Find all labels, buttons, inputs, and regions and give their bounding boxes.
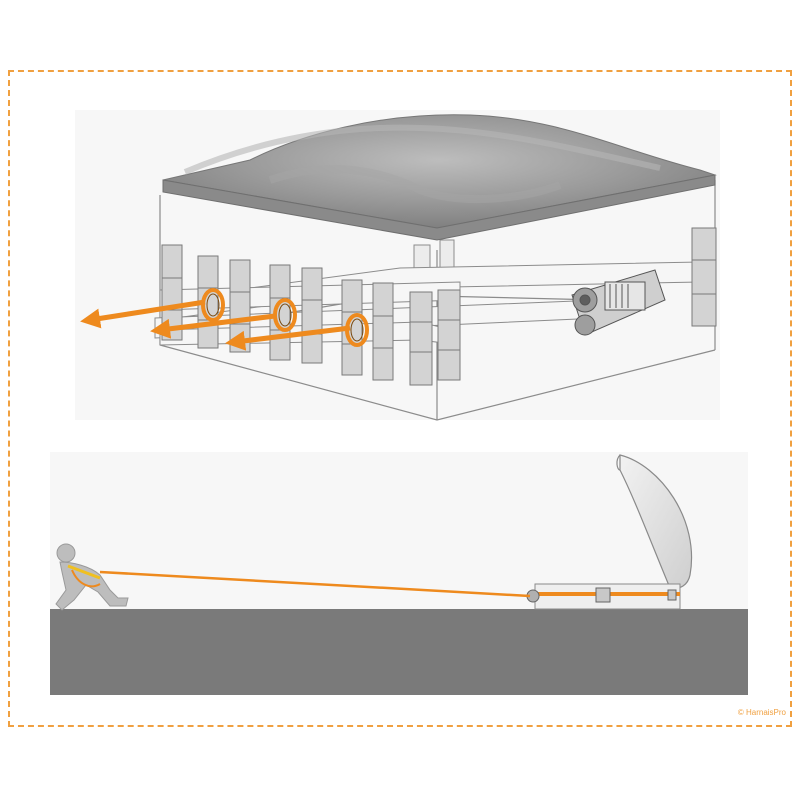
- anchor-ring-icon: [201, 288, 369, 347]
- anchor-ring-shadow: [206, 293, 364, 342]
- copyright-notice: © HarnaisPro: [737, 708, 786, 717]
- pull-arrows: [80, 299, 351, 351]
- roof-surface: [50, 609, 748, 695]
- protective-pads: [161, 227, 717, 386]
- ratchet-icon: [571, 269, 666, 336]
- lifeline: [99, 570, 531, 598]
- skylight-dome-icon: [162, 114, 717, 241]
- worker-icon: [55, 543, 129, 611]
- dashed-frame: [8, 70, 792, 727]
- hatch-icon: [526, 454, 693, 610]
